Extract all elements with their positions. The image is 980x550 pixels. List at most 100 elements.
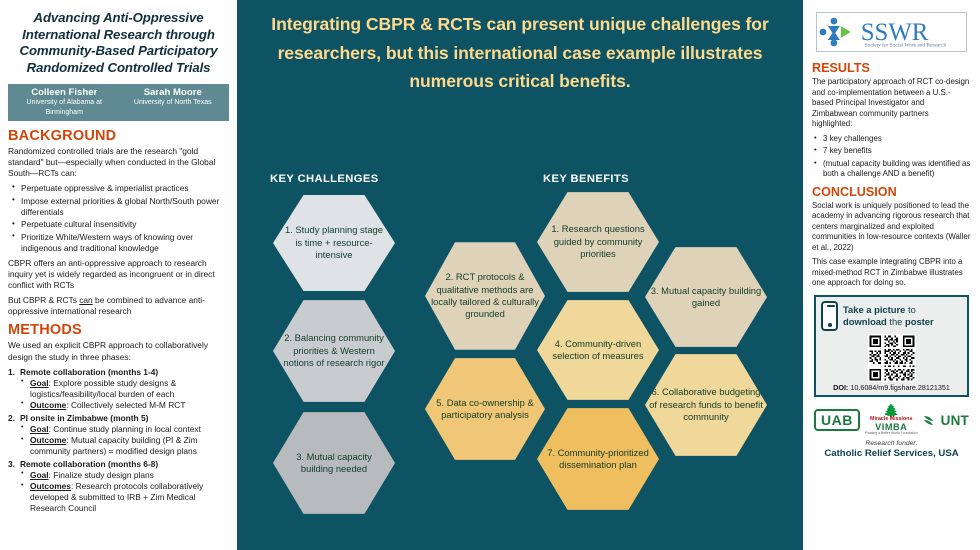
sponsor-logo-row: UAB 🌲 Miracle Missions VIMBA Planting a … [814,404,969,436]
list-item: 1.Remote collaboration (months 1-4) Goal… [8,367,229,411]
funder-block: Research funder: Catholic Relief Service… [812,440,971,459]
sub-text: : Research protocols collaboratively dev… [30,481,204,514]
sub-label: Goal [30,423,49,434]
hexagon-benefit-1[interactable]: 1. Research questions guided by communit… [537,192,659,292]
methods-intro: We used an explicit CBPR approach to col… [8,340,209,362]
doi-label: DOI: [833,382,849,392]
sub-label: Goal [30,469,49,480]
hexagon-label: 1. Research questions guided by communit… [551,223,645,260]
hexagon-challenge-1[interactable]: 1. Study planning stage is time + resour… [273,195,395,291]
vimba-logo: 🌲 Miracle Missions VIMBA Planting a Bett… [865,404,918,436]
sub-text: : Finalize study design plans [48,469,154,480]
list-item: Perpetuate cultural insensitivity [8,219,229,230]
conclusion-paragraph-1: Social work is uniquely positioned to le… [812,200,971,252]
list-item: Goal: Continue study planning in local c… [8,423,229,435]
sub-text: : Mutual capacity building (PI & Zim com… [30,435,198,457]
tree-icon: 🌲 [883,403,900,419]
methods-phase-list: 1.Remote collaboration (months 1-4) Goal… [8,367,229,514]
phase-sub-list: Goal: Explore possible study designs & l… [8,377,229,411]
doi-line: DOI: 10.6084/m9.figshare.28121351 [821,382,962,393]
funder-name: Catholic Relief Services, USA [824,447,959,459]
sub-text: : Collectively selected M-M RCT [66,399,186,410]
phase-label: PI onsite in Zimbabwe (month 5) [20,412,149,423]
background-paragraph-3: But CBPR & RCTs can be combined to advan… [8,295,229,317]
right-column: SSWR Society for Social Work and Researc… [800,0,980,550]
sub-label: Goal [30,377,49,388]
hexagon-benefit-5[interactable]: 5. Data co-ownership & participatory ana… [425,358,545,460]
uab-logo: UAB [814,409,860,432]
sub-label: Outcome [30,435,67,446]
qr-caption: Take a picture to download the poster [843,304,934,327]
phase-number: 1. [8,366,15,377]
qr-caption-rest-1: to [905,304,916,316]
key-benefits-label: KEY BENEFITS [543,173,630,185]
qr-caption-bold-1: Take a picture [843,304,906,316]
unt-label: UNT [940,412,969,428]
author-bar: Colleen Fisher University of Alabama at … [8,83,229,121]
qr-callout-box[interactable]: Take a picture to download the poster [814,294,969,398]
hexagon-label: 5. Data co-ownership & participatory ana… [436,396,534,420]
sub-text: : Explore possible study designs & logis… [30,377,177,399]
vimba-top-label: Miracle Missions [870,416,913,423]
phase-label: Remote collaboration (months 6-8) [20,459,159,470]
hexagon-label: 4. Community-driven selection of measure… [552,337,644,361]
results-heading: RESULTS [812,61,870,75]
sub-label: Outcome [30,399,67,410]
list-item: Outcome: Collectively selected M-M RCT [8,399,229,411]
phase-title: 1.Remote collaboration (months 1-4) [8,367,229,378]
hexagon-benefit-7[interactable]: 7. Community-prioritized dissemination p… [537,408,659,510]
center-column: Integrating CBPR & RCTs can present uniq… [240,0,800,550]
list-item: Goal: Finalize study design plans [8,469,229,481]
list-item: Perpetuate oppressive & imperialist prac… [8,182,229,194]
hexagon-benefit-6[interactable]: 6. Collaborative budgeting of research f… [645,354,767,456]
phase-title: 2. PI onsite in Zimbabwe (month 5) [8,413,229,424]
qr-code-icon[interactable] [867,333,916,382]
author-affiliation: University of Alabama at Birmingham [26,99,102,116]
hexagon-challenge-3[interactable]: 3. Mutual capacity building needed [273,412,395,514]
qr-caption-line1: Take a picture to [843,304,934,315]
conclusion-heading: CONCLUSION [812,184,897,199]
hexagon-benefit-2[interactable]: 2. RCT protocols & qualitative methods a… [425,242,545,350]
background-bullet-list: Perpetuate oppressive & imperialist prac… [8,182,229,254]
vimba-name-label: VIMBA [875,421,908,432]
para3-pre: But CBPR & RCTs [8,295,80,306]
hexagon-benefit-3[interactable]: 3. Mutual capacity building gained [645,247,767,347]
hexagon-label: 2. RCT protocols & qualitative methods a… [431,271,539,320]
methods-heading: METHODS [8,322,82,339]
para3-post: be combined to advance anti-oppressive i… [8,295,205,317]
author-name: Colleen Fisher [31,86,98,98]
hexagon-challenge-2[interactable]: 2. Balancing community priorities & West… [273,300,395,402]
hexagon-label: 6. Collaborative budgeting of research f… [649,386,763,423]
phase-number: 2. [8,412,15,423]
headline-banner: Integrating CBPR & RCTs can present uniq… [271,14,769,91]
unt-logo: UNT [923,412,969,429]
hexagon-label: 3. Mutual capacity building needed [296,450,372,474]
author-affiliation: University of North Texas [133,99,212,107]
sub-text: : Continue study planning in local conte… [48,423,201,434]
key-challenges-label: KEY CHALLENGES [270,173,379,185]
para3-emphasis: can [79,295,93,306]
list-item: 3.Remote collaboration (months 6-8) Goal… [8,459,229,514]
list-item: Goal: Explore possible study designs & l… [8,377,229,400]
unt-eagle-icon [923,415,933,425]
qr-caption-bold-2: download [843,315,887,327]
sswr-logo: SSWR Society for Social Work and Researc… [816,12,967,52]
vimba-sub-label: Planting a Better World Foundation [864,431,918,436]
list-item: Outcomes: Research protocols collaborati… [8,481,229,514]
background-intro: Randomized controlled trials are the res… [8,145,216,178]
list-item: 2. PI onsite in Zimbabwe (month 5) Goal: … [8,413,229,457]
author-block: Colleen Fisher University of Alabama at … [10,87,119,117]
sub-label: Outcomes [30,481,71,492]
results-intro: The participatory approach of RCT co-des… [812,77,970,128]
hexagon-label: 1. Study planning stage is time + resour… [285,224,383,261]
smartphone-icon [821,300,838,331]
funder-label: Research funder: [865,439,918,447]
hexagon-benefit-4[interactable]: 4. Community-driven selection of measure… [537,300,659,400]
svg-text:Society for Social Work and Re: Society for Social Work and Research [865,41,947,48]
sswr-logo-icon: SSWR Society for Social Work and Researc… [819,17,947,48]
author-name: Sarah Moore [143,86,202,98]
list-item: (mutual capacity building was identified… [812,158,971,180]
hexagon-label: 3. Mutual capacity building gained [650,284,762,308]
list-item: Prioritize White/Western ways of knowing… [8,231,229,254]
